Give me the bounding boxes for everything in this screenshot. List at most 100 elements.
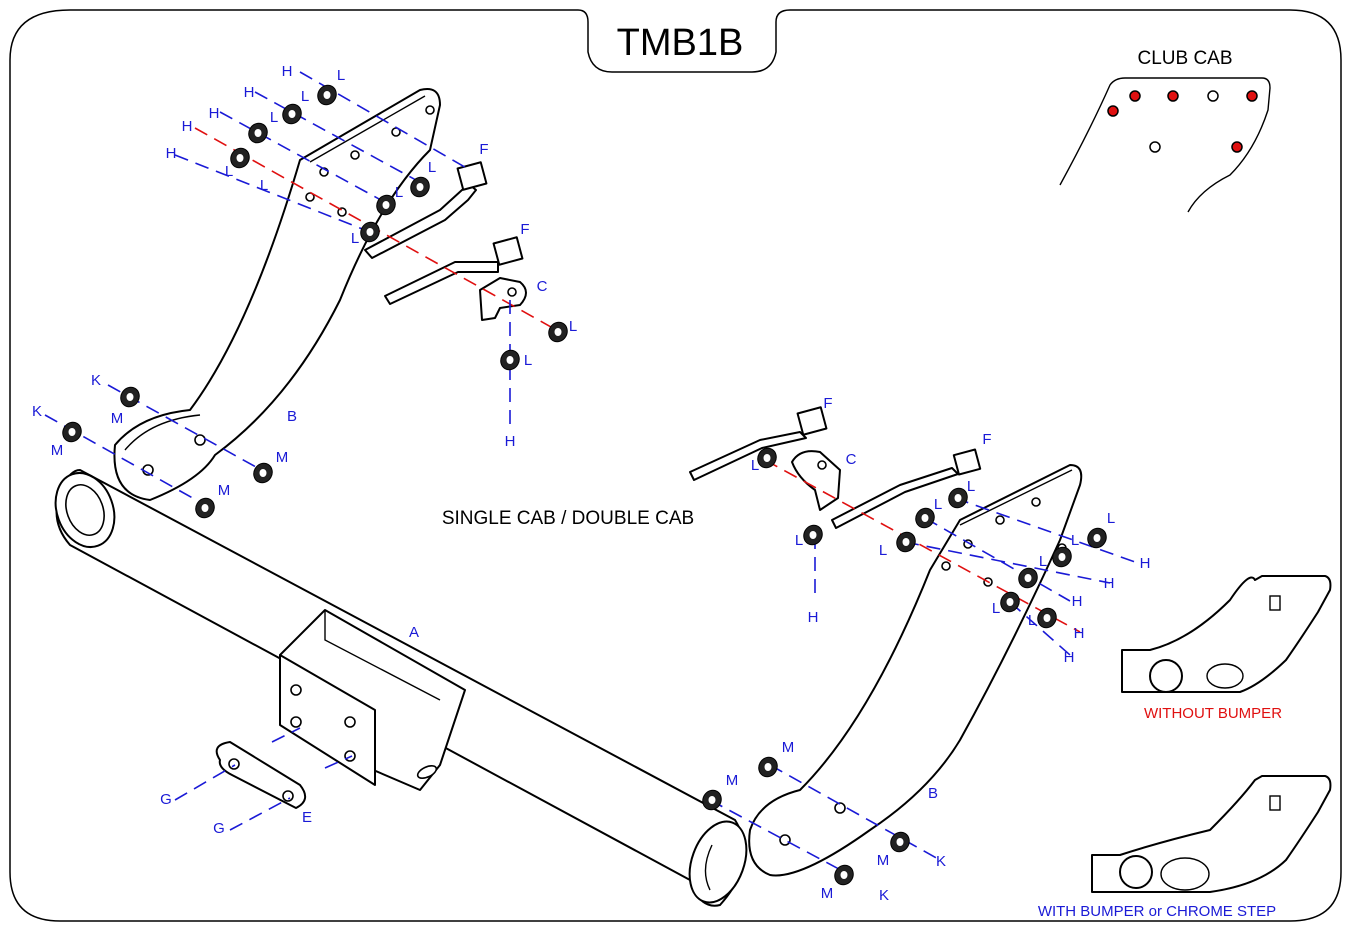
diagram-title: TMB1B [617, 22, 744, 64]
club-cab-hole [1107, 105, 1119, 117]
part-label-h: H [808, 609, 819, 626]
part-label-l: L [1039, 553, 1047, 570]
club-cab-label: CLUB CAB [1137, 48, 1232, 69]
washer [376, 194, 396, 216]
part-label-m: M [218, 482, 231, 499]
washer [230, 147, 250, 169]
part-label-l: L [1071, 532, 1079, 549]
part-label-c: C [537, 278, 548, 295]
part-label-m: M [821, 885, 834, 902]
part-label-k: K [91, 372, 101, 389]
washers [62, 84, 1107, 886]
washer [890, 831, 910, 853]
part-label-l: L [524, 352, 532, 369]
side-bracket-right-B [748, 464, 1083, 877]
club-cab-inset [1059, 77, 1271, 213]
washer [896, 531, 916, 553]
part-label-l: L [967, 478, 975, 495]
washer [702, 789, 722, 811]
club-cab-hole [1129, 90, 1141, 102]
variant-with-bumper-label: WITH BUMPER or CHROME STEP [1038, 903, 1276, 920]
part-label-h: H [1104, 575, 1115, 592]
part-label-l: L [395, 184, 403, 201]
part-label-l: L [795, 532, 803, 549]
washer [757, 447, 777, 469]
washer [360, 221, 380, 243]
part-label-h: H [182, 118, 193, 135]
washer [834, 864, 854, 886]
part-label-l: L [301, 88, 309, 105]
part-label-g: G [160, 791, 172, 808]
part-label-l: L [270, 109, 278, 126]
part-label-f: F [982, 431, 991, 448]
bracket-C-left [479, 277, 527, 321]
part-label-l: L [225, 163, 233, 180]
washer [948, 487, 968, 509]
part-label-k: K [879, 887, 889, 904]
part-label-m: M [111, 410, 124, 427]
club-cab-hole [1246, 90, 1258, 102]
washer [410, 176, 430, 198]
arm-F-left-upper [364, 161, 488, 259]
part-label-h: H [209, 105, 220, 122]
part-label-l: L [569, 318, 577, 335]
part-label-l: L [1107, 510, 1115, 527]
washer [120, 386, 140, 408]
washer [500, 349, 520, 371]
part-label-l: L [428, 159, 436, 176]
club-cab-hole [1231, 141, 1243, 153]
part-label-m: M [276, 449, 289, 466]
part-label-b: B [287, 408, 297, 425]
washer [1037, 607, 1057, 629]
receiver-box [279, 609, 466, 791]
part-label-g: G [213, 820, 225, 837]
variant-with-bumper [1091, 775, 1332, 893]
center-label: SINGLE CAB / DOUBLE CAB [442, 508, 694, 529]
part-label-f: F [823, 395, 832, 412]
part-label-l: L [351, 230, 359, 247]
part-label-f: F [520, 221, 529, 238]
part-label-c: C [846, 451, 857, 468]
washer [548, 321, 568, 343]
washer [1087, 527, 1107, 549]
part-label-f: F [479, 141, 488, 158]
washer [248, 122, 268, 144]
part-label-m: M [51, 442, 64, 459]
page-frame [9, 9, 1342, 922]
part-label-h: H [282, 63, 293, 80]
washer [195, 497, 215, 519]
part-label-a: A [409, 624, 419, 641]
club-cab-hole [1207, 90, 1219, 102]
part-label-l: L [879, 542, 887, 559]
part-label-h: H [166, 145, 177, 162]
washer [803, 524, 823, 546]
part-label-m: M [726, 772, 739, 789]
arm-F-right-upper [689, 406, 828, 481]
washer [1052, 546, 1072, 568]
part-label-h: H [244, 84, 255, 101]
variant-without-bumper [1121, 575, 1332, 693]
part-label-l: L [934, 496, 942, 513]
club-cab-holes [1107, 90, 1258, 153]
club-cab-hole [1167, 90, 1179, 102]
part-label-e: E [302, 809, 312, 826]
part-label-h: H [1072, 593, 1083, 610]
washer [758, 756, 778, 778]
part-label-l: L [751, 457, 759, 474]
part-label-k: K [936, 853, 946, 870]
part-label-k: K [32, 403, 42, 420]
part-label-l: L [260, 177, 268, 194]
part-label-b: B [928, 785, 938, 802]
arm-F-left-lower [384, 236, 524, 305]
part-label-h: H [1140, 555, 1151, 572]
washer [62, 421, 82, 443]
part-label-m: M [782, 739, 795, 756]
part-label-h: H [505, 433, 516, 450]
part-label-l: L [337, 67, 345, 84]
bracket-C-right [791, 450, 841, 511]
part-label-m: M [877, 852, 890, 869]
part-label-h: H [1064, 649, 1075, 666]
